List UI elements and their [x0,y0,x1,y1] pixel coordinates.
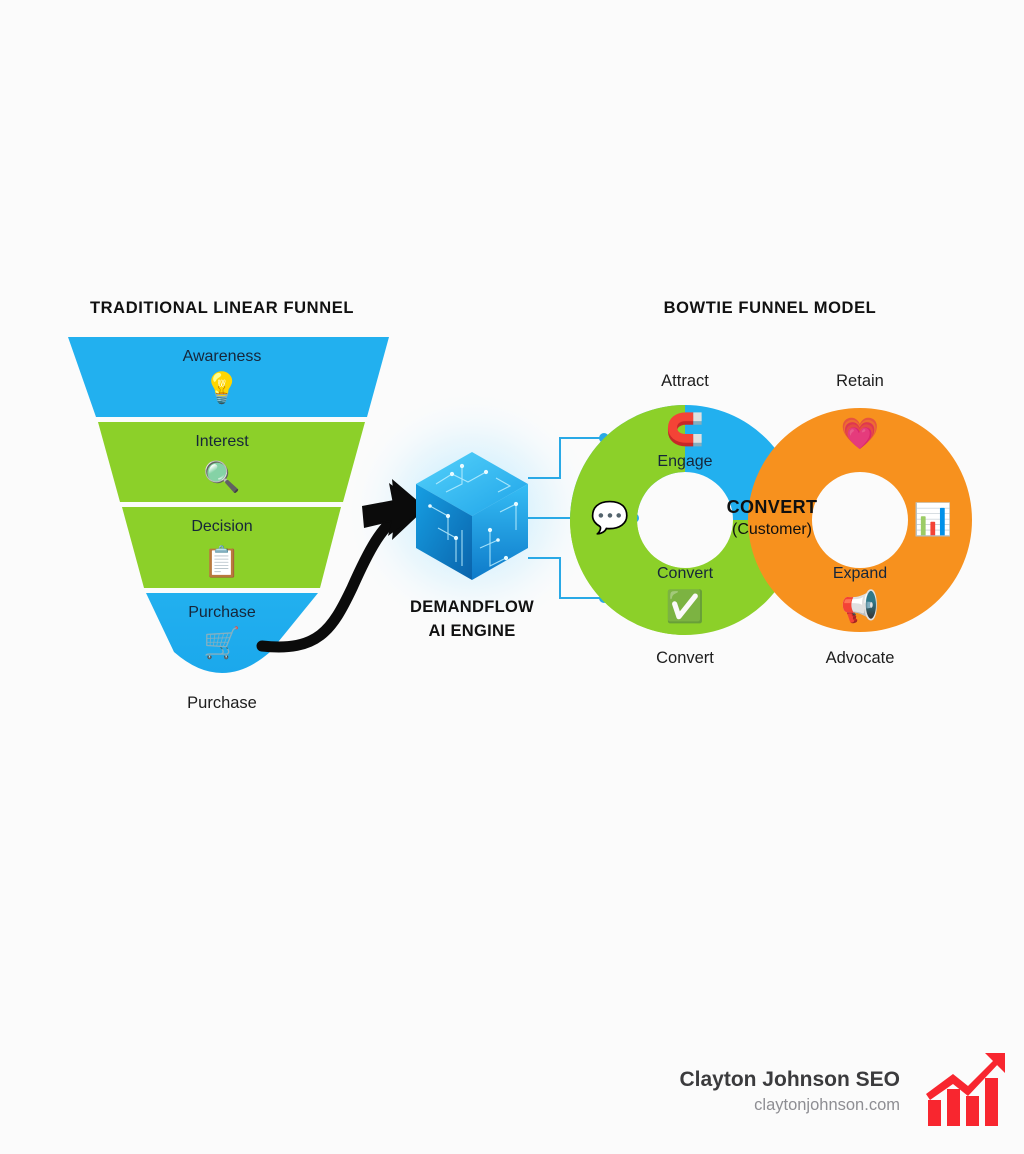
growth-chart-arrow-icon [926,1053,1005,1126]
funnel-stage-interest[interactable] [98,422,365,502]
shopping-cart-icon: 🛒 [203,625,240,661]
bowtie-label-attract: Attract [661,372,709,390]
bowtie-label-retain: Retain [836,372,884,390]
connector-bottom [528,557,604,599]
bar-chart-growth-icon: 📊 [914,501,953,538]
funnel-stage-awareness[interactable] [68,337,389,417]
bowtie-label-convert-outside: Convert [656,649,714,667]
engine-title-line1: DEMANDFLOW [410,598,534,616]
magnifier-icon: 🔍 [203,457,240,495]
brand-name: Clayton Johnson SEO [679,1068,900,1091]
funnel-label-interest: Interest [195,433,249,450]
ai-cube-icon [416,452,528,580]
funnel-stage-purchase[interactable] [146,593,318,673]
bowtie-segment-label-expand: Expand [833,565,887,582]
right-panel-title: BOWTIE FUNNEL MODEL [664,299,877,317]
heart-icon: 💗 [841,416,880,452]
traditional-funnel [68,337,389,673]
left-panel-title: TRADITIONAL LINEAR FUNNEL [90,299,354,317]
megaphone-icon: 📢 [841,588,880,625]
engine-title-line2: AI ENGINE [428,622,515,640]
connector-top [528,437,604,479]
bowtie-label-advocate: Advocate [826,649,895,667]
magnet-icon: 🧲 [666,411,705,448]
check-circle-icon: ✅ [666,588,705,625]
funnel-outcome-label: Purchase [187,694,257,712]
funnel-label-purchase: Purchase [188,604,256,621]
bowtie-segment-label-engage: Engage [657,453,712,470]
bowtie-center-label: CONVERT [727,497,818,517]
funnel-stage-decision[interactable] [122,507,341,588]
chat-bubbles-icon: 💬 [591,499,630,536]
funnel-label-decision: Decision [191,518,252,535]
funnel-label-awareness: Awareness [183,348,262,365]
brand-url[interactable]: claytonjohnson.com [754,1096,900,1114]
bowtie-segment-label-convert: Convert [657,565,714,582]
lightbulb-icon: 💡 [203,370,240,406]
flow-arrow [256,479,426,653]
clipboard-check-icon: 📋 [203,544,240,580]
bowtie-center-sublabel: (Customer) [732,521,812,538]
